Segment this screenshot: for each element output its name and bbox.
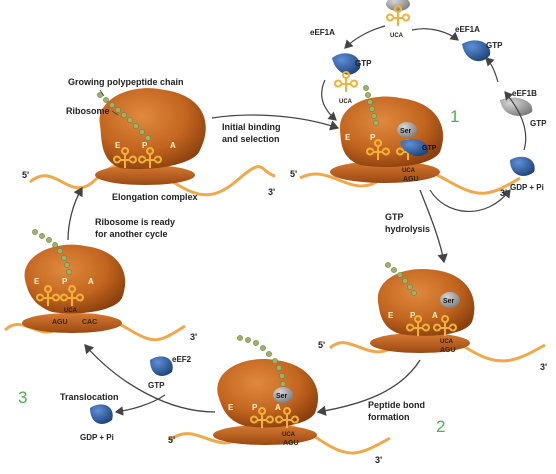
end-5-bottom: 5' bbox=[168, 435, 175, 445]
arrow-gdp-out bbox=[429, 189, 511, 213]
eef1a-left-icon bbox=[332, 53, 361, 75]
eef1b-label: eEF1B bbox=[512, 89, 537, 98]
serine-icon bbox=[440, 292, 460, 308]
codon-agu: AGU bbox=[52, 319, 68, 326]
ribosome-peptide-bond: E P A Ser UCA AGU bbox=[213, 359, 319, 447]
site-a: A bbox=[88, 277, 94, 286]
label-initial-binding-2: and selection bbox=[222, 134, 280, 144]
eef1a-left-label: eEF1A bbox=[310, 28, 335, 37]
site-p: P bbox=[410, 311, 416, 320]
site-a: A bbox=[170, 141, 176, 150]
arrow-initial-binding bbox=[211, 114, 340, 131]
serine-icon bbox=[273, 387, 293, 403]
anticodon-uca: UCA bbox=[402, 168, 416, 174]
anticodon-uca-top: UCA bbox=[390, 33, 404, 39]
eef2-label: eEF2 bbox=[172, 355, 192, 364]
arrow-cycle-top-left bbox=[344, 25, 386, 49]
arrow-peptide-bond bbox=[316, 359, 421, 416]
label-growing-chain: Growing polypeptide chain bbox=[68, 77, 184, 87]
step-number-2: 2 bbox=[436, 417, 445, 436]
serine-label: Ser bbox=[276, 393, 288, 400]
codon-cac: CAC bbox=[82, 319, 97, 326]
end-5-topleft: 5' bbox=[22, 170, 29, 180]
anticodon-uca: UCA bbox=[440, 339, 454, 345]
serine-label: Ser bbox=[443, 298, 455, 305]
site-e: E bbox=[345, 133, 351, 142]
codon-agu: AGU bbox=[283, 440, 299, 447]
eef2-gtp: GTP bbox=[148, 381, 165, 390]
site-a: A bbox=[432, 311, 438, 320]
eef1a-right-icon bbox=[462, 40, 491, 62]
arrow-eef2-release bbox=[114, 394, 166, 416]
anticodon-uca-ternary: UCA bbox=[339, 99, 353, 105]
site-e: E bbox=[115, 141, 121, 150]
label-peptide-bond-2: formation bbox=[368, 412, 410, 422]
arrow-cycle-top bbox=[411, 28, 459, 41]
gtp-bound-label: GTP bbox=[422, 145, 437, 152]
arrow-translocation bbox=[84, 344, 216, 413]
end-3-topright: 3' bbox=[500, 188, 507, 198]
arrow-new-cycle bbox=[67, 186, 83, 241]
site-e: E bbox=[228, 403, 234, 412]
end-5-midright: 5' bbox=[318, 340, 325, 350]
anticodon-uca: UCA bbox=[282, 432, 296, 438]
eef1a-right-gtp: GTP bbox=[486, 41, 503, 50]
arrow-exchange-up bbox=[504, 91, 527, 151]
codon-agu: AGU bbox=[403, 176, 419, 183]
label-ribosome: Ribosome bbox=[66, 106, 110, 116]
site-a: A bbox=[275, 403, 281, 412]
site-e: E bbox=[388, 311, 394, 320]
trna-ternary-icon bbox=[334, 71, 358, 93]
gdp-pi-right: GDP + Pi bbox=[510, 183, 544, 192]
eef2-gdp-icon bbox=[90, 404, 113, 424]
step-number-3: 3 bbox=[18, 388, 27, 407]
codon-agu: AGU bbox=[440, 347, 456, 354]
end-3-topleft: 3' bbox=[268, 187, 275, 197]
site-p: P bbox=[142, 141, 148, 150]
label-peptide-bond-1: Peptide bond bbox=[368, 400, 425, 410]
step-number-1: 1 bbox=[450, 107, 459, 126]
eef1a-gdp-icon bbox=[510, 156, 535, 176]
ribosome-elongation-complex: E P A bbox=[95, 88, 206, 185]
arrow-regenerated bbox=[485, 57, 499, 83]
label-elongation-complex: Elongation complex bbox=[112, 192, 198, 202]
ribosome-after-hydrolysis: E P A Ser UCA AGU bbox=[370, 268, 475, 354]
gdp-pi-left: GDP + Pi bbox=[80, 433, 114, 442]
eef1a-left-gtp: GTP bbox=[355, 59, 372, 68]
arrow-ternary-down bbox=[321, 79, 337, 121]
eef1b-gtp: GTP bbox=[530, 119, 547, 128]
eef1a-bound-icon bbox=[400, 139, 429, 157]
label-ribosome-ready-2: for another cycle bbox=[95, 229, 168, 239]
end-3-midright: 3' bbox=[540, 362, 547, 372]
label-ribosome-ready-1: Ribosome is ready bbox=[95, 217, 175, 227]
ribosome-translocated: E P A UCA AGU CAC bbox=[22, 244, 126, 333]
ribosome-initial-binding: E P Ser GTP UCA AGU bbox=[330, 96, 444, 183]
label-translocation: Translocation bbox=[60, 392, 119, 402]
serine-icon bbox=[397, 122, 417, 138]
site-e: E bbox=[34, 277, 40, 286]
label-gtp-hydrolysis-1: GTP bbox=[385, 212, 404, 222]
anticodon-uca: UCA bbox=[64, 308, 78, 314]
serine-label: Ser bbox=[400, 128, 412, 135]
eef1a-right-label: eEF1A bbox=[455, 25, 480, 34]
end-3-bottom: 3' bbox=[375, 455, 382, 465]
label-gtp-hydrolysis-2: hydrolysis bbox=[385, 224, 430, 234]
eef2-icon bbox=[150, 356, 173, 376]
site-p: P bbox=[370, 133, 376, 142]
arrow-hydrolysis bbox=[419, 189, 448, 264]
site-p: P bbox=[252, 403, 258, 412]
site-p: P bbox=[62, 277, 68, 286]
end-3-midleft: 3' bbox=[190, 332, 197, 342]
label-initial-binding-1: Initial binding bbox=[222, 122, 281, 132]
end-5-topright: 5' bbox=[290, 169, 297, 179]
